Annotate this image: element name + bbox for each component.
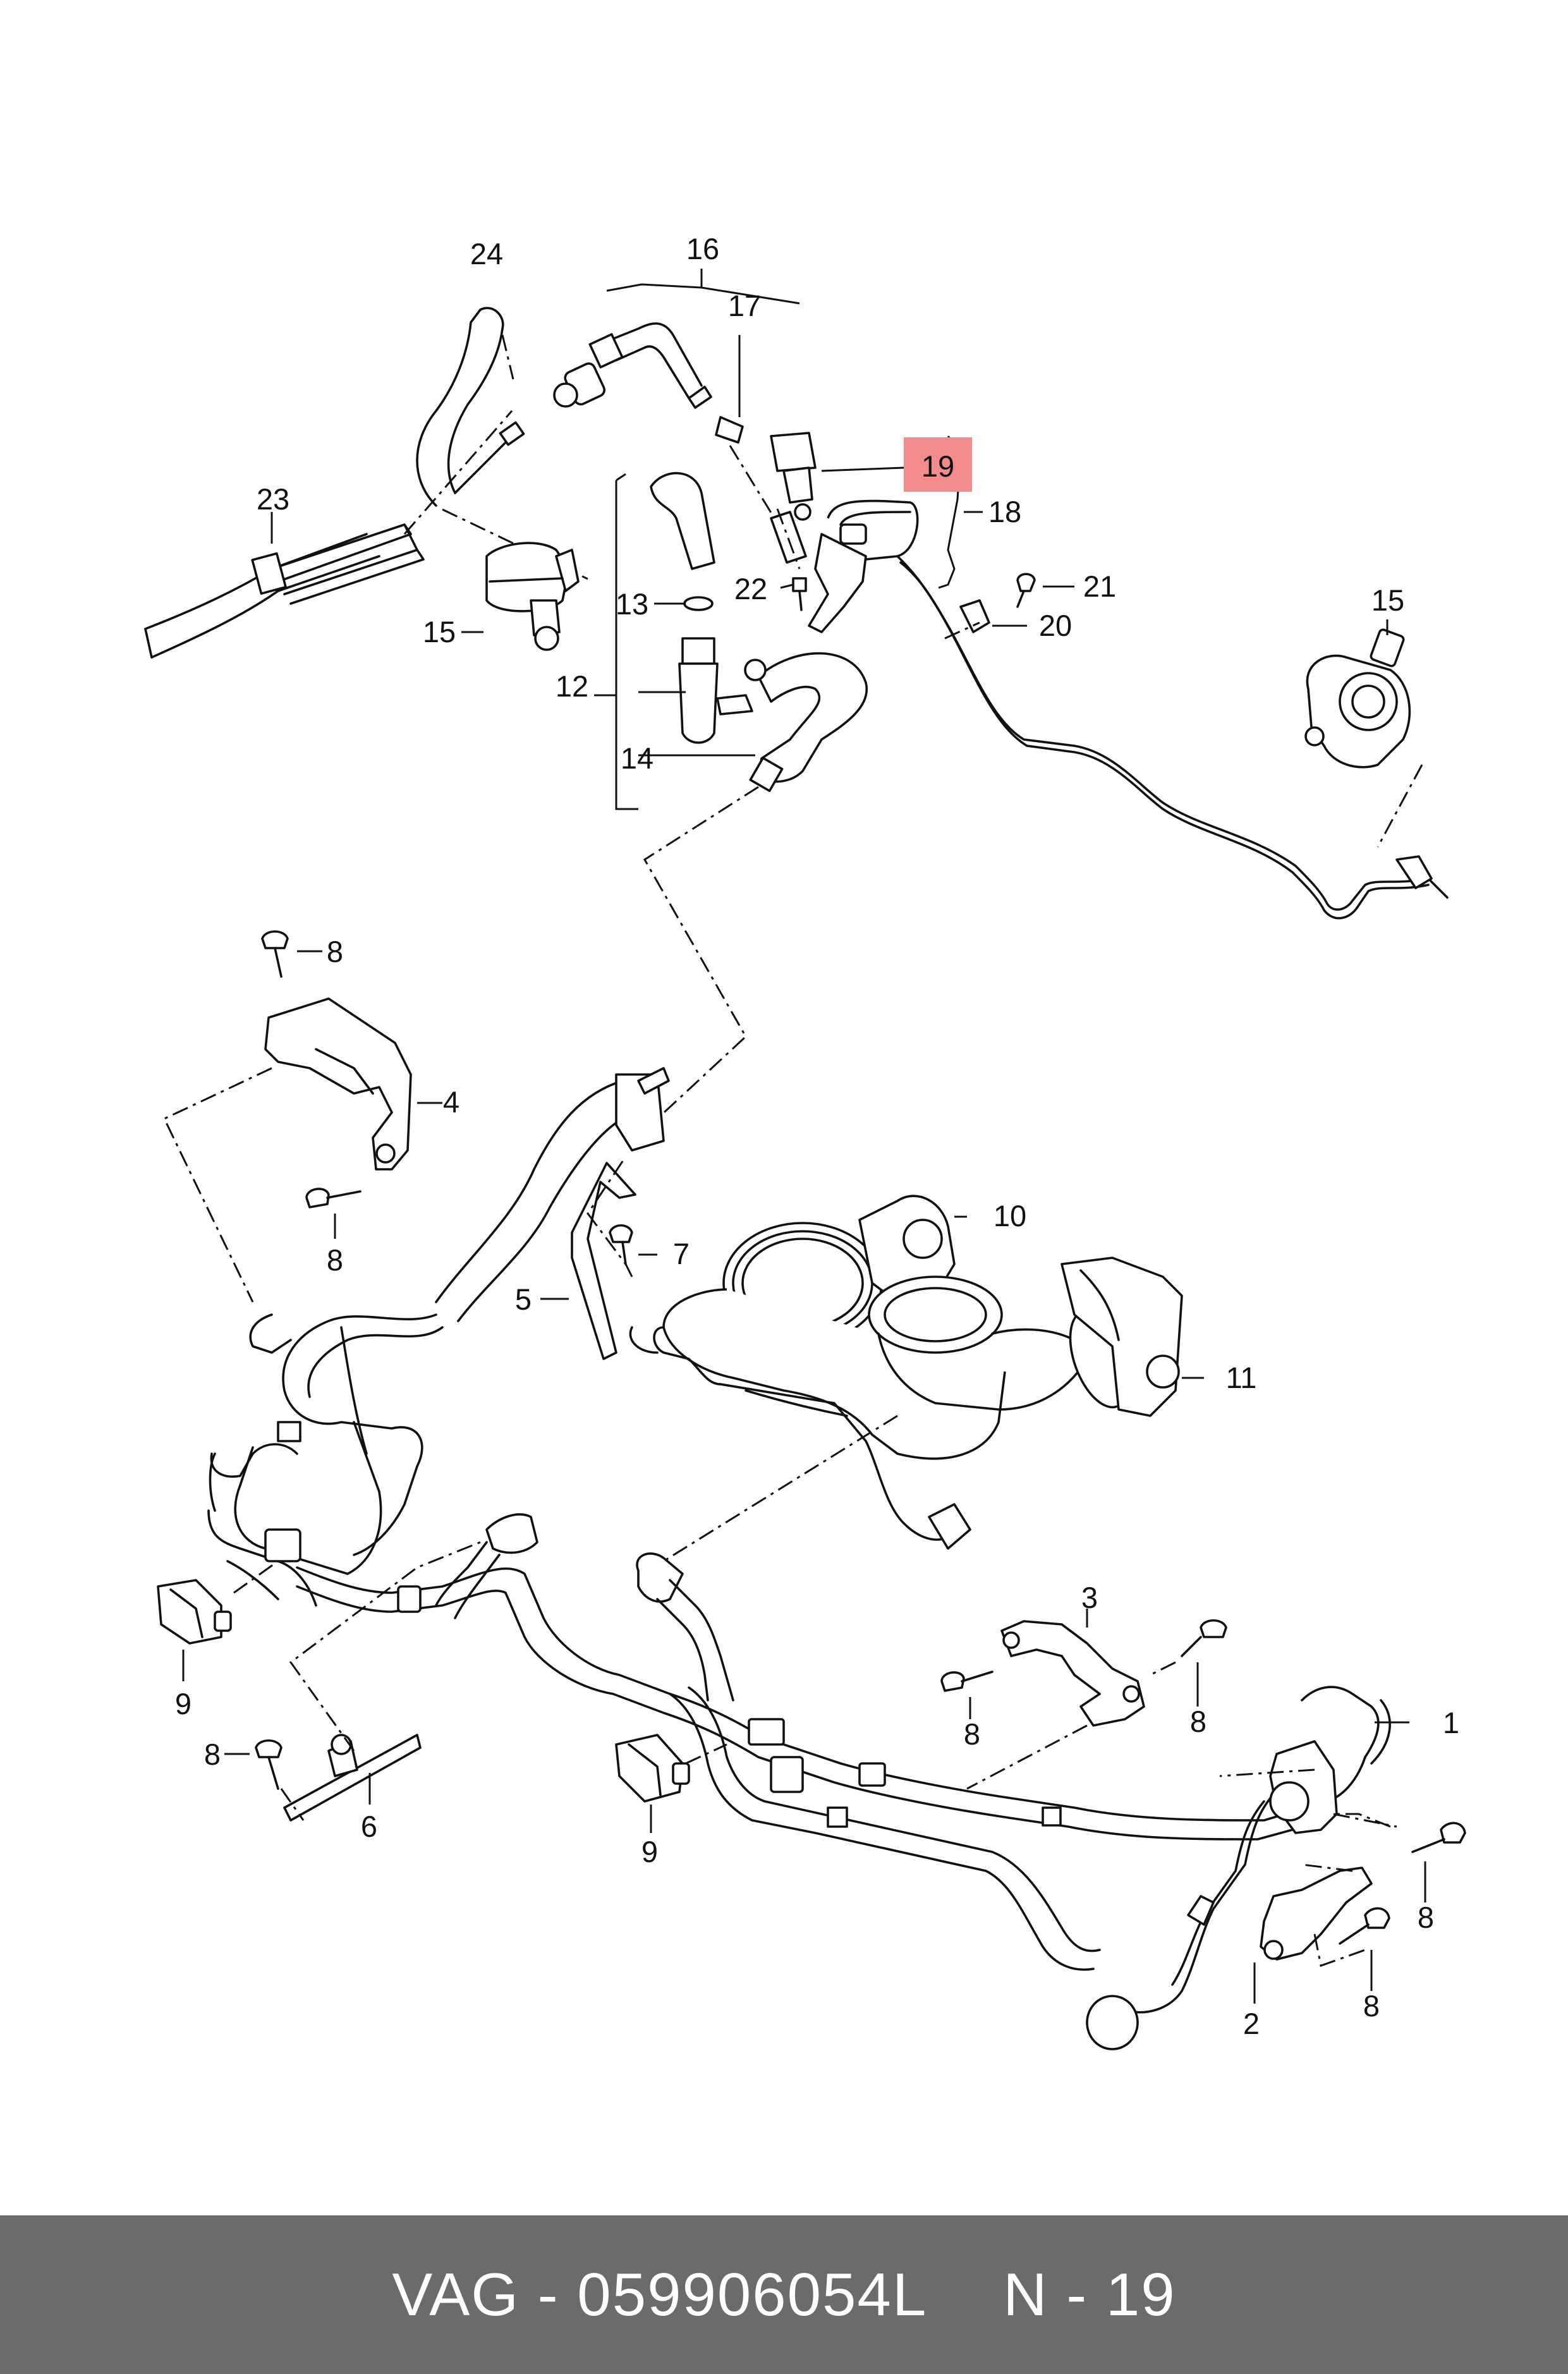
part-22-screw: [792, 577, 807, 611]
part-8-bolt: [940, 1671, 994, 1692]
callout-19-highlight[interactable]: 19: [904, 437, 972, 492]
callout-13: 13: [616, 587, 648, 621]
footer-bar: VAG - 059906054L N - 19: [0, 2215, 1568, 2374]
callout-5: 5: [515, 1282, 532, 1316]
callout-6: 6: [361, 1810, 377, 1843]
part-24-vent-hose: [416, 307, 525, 507]
callout-8: 8: [327, 1243, 343, 1277]
callout-11: 11: [1226, 1361, 1257, 1394]
callout-4: 4: [443, 1085, 459, 1119]
callout-20: 20: [1039, 609, 1072, 642]
callout-3: 3: [1081, 1581, 1098, 1614]
part-10-turbocharger: [629, 1195, 1006, 1550]
callout-21: 21: [1083, 569, 1116, 603]
callout-1: 1: [1443, 1706, 1459, 1739]
parts-exploded-diagram: 24 16 17 23 18 15 13 22 21 20 15 12 14 8…: [144, 232, 1466, 2050]
part-8-bolt: [1339, 1907, 1390, 1945]
callout-8: 8: [964, 1717, 980, 1751]
part-8-bolt: [1411, 1822, 1466, 1853]
part-8-bolt: [255, 1739, 283, 1790]
part-18-fuel-rail-bracket: [770, 499, 1449, 920]
part-8-bolt: [261, 930, 289, 978]
part-2-bracket: [1260, 1866, 1373, 1961]
part-5-clip: [571, 1162, 636, 1360]
part-23-pipe: [144, 523, 425, 659]
callout-18: 18: [988, 495, 1021, 528]
callout-15: 15: [423, 615, 456, 648]
part-8-bolt: [1181, 1619, 1227, 1657]
callout-12: 12: [556, 669, 588, 703]
callout-17: 17: [728, 289, 761, 322]
part-19-pressure-sender: [770, 432, 817, 521]
part-9-sensor: [157, 1579, 232, 1645]
part-21-bolt: [1016, 573, 1036, 608]
part-8-bolt: [305, 1188, 362, 1208]
callout-19: 19: [921, 449, 954, 483]
part-20-holder: [959, 599, 990, 633]
callout-7: 7: [673, 1237, 690, 1270]
part-number-label: VAG - 059906054L: [392, 2260, 928, 2328]
callout-2: 2: [1243, 2007, 1260, 2040]
part-6-bracket: [283, 1734, 422, 1822]
part-4-bracket: [264, 997, 412, 1171]
callout-23: 23: [257, 482, 289, 516]
callout-8: 8: [327, 935, 343, 968]
part-17-clip: [715, 416, 744, 444]
callout-9: 9: [175, 1687, 191, 1720]
callout-10: 10: [994, 1199, 1026, 1233]
callout-8: 8: [1363, 1989, 1380, 2023]
callout-8: 8: [1418, 1901, 1434, 1934]
callout-labels: 24 16 17 23 18 15 13 22 21 20 15 12 14 8…: [175, 232, 1459, 2040]
part-9-sensor: [615, 1734, 690, 1803]
callout-9: 9: [641, 1835, 658, 1868]
part-15-pump-right: [1304, 628, 1411, 769]
part-3-bracket: [1000, 1620, 1145, 1727]
callout-15: 15: [1371, 583, 1404, 617]
callout-8: 8: [1190, 1705, 1206, 1738]
part-15-pump-left: [485, 542, 580, 651]
position-label: N - 19: [1003, 2260, 1176, 2328]
callout-22: 22: [734, 572, 767, 606]
callout-14: 14: [621, 741, 653, 775]
part-7-bolt: [609, 1224, 633, 1265]
part-16-fuel-hose: [553, 322, 712, 409]
main-hose-network: [207, 1067, 1391, 2050]
part-12-14-hose-assembly: [650, 472, 868, 793]
callout-16: 16: [686, 232, 719, 265]
part-11-charge-air-hose: [868, 1257, 1183, 1417]
callout-8: 8: [204, 1738, 221, 1771]
callout-24: 24: [470, 237, 503, 271]
